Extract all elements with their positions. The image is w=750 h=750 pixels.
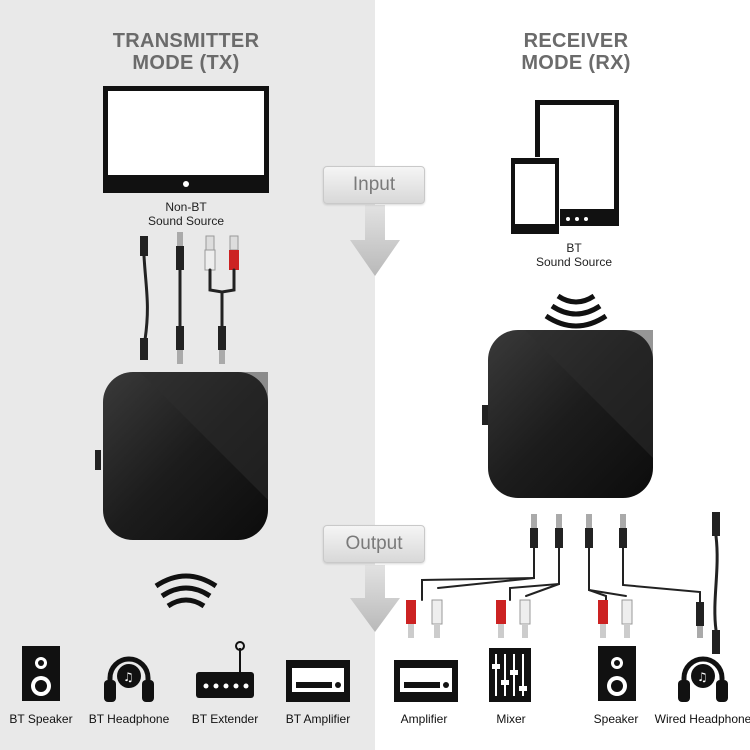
rx-source-label: BT Sound Source (524, 241, 624, 269)
device-label-amplifier: Amplifier (400, 712, 448, 726)
headphone-icon: ♫ (678, 656, 728, 702)
svg-text:♫: ♫ (697, 670, 708, 684)
router-icon (196, 641, 254, 698)
speaker-icon (22, 646, 60, 701)
title-line: TRANSMITTER (112, 30, 260, 52)
input-label: Input (323, 166, 425, 204)
headphone-icon: ♫ (104, 656, 154, 702)
down-arrow-icon (350, 205, 400, 276)
wireless-signal-icon (544, 293, 608, 329)
source-line: Non-BT (165, 200, 207, 214)
tablet-phone-icon (510, 100, 619, 235)
device-label-wired-headphone: Wired Headphone (654, 712, 750, 726)
audio-cables (140, 232, 239, 364)
amplifier-icon (394, 660, 458, 702)
output-label: Output (323, 525, 425, 563)
down-arrow-icon (350, 565, 400, 632)
wireless-signal-icon (154, 573, 218, 609)
device-label-mixer: Mixer (496, 712, 526, 726)
source-line: Sound Source (535, 255, 613, 269)
tx-source-label: Non-BT Sound Source (136, 200, 236, 228)
speaker-icon (598, 646, 636, 701)
device-label-bt-headphone: BT Headphone (88, 712, 170, 726)
monitor-icon (103, 86, 269, 193)
tx-adapter-device (95, 372, 268, 540)
svg-text:♫: ♫ (123, 670, 134, 684)
device-label-bt-extender: BT Extender (191, 712, 259, 726)
device-label-bt-amplifier: BT Amplifier (285, 712, 351, 726)
source-line: BT (566, 241, 582, 255)
title-line: RECEIVER (523, 30, 629, 52)
mixer-icon (489, 648, 531, 702)
title-line: MODE (RX) (521, 52, 631, 74)
rx-adapter-device (482, 330, 653, 498)
source-line: Sound Source (147, 214, 225, 228)
receiver-mode-title: RECEIVER MODE (RX) (466, 30, 686, 74)
device-label-speaker: Speaker (593, 712, 639, 726)
output-cables (406, 512, 720, 654)
transmitter-mode-title: TRANSMITTER MODE (TX) (76, 30, 296, 74)
title-line: MODE (TX) (132, 52, 240, 74)
device-label-bt-speaker: BT Speaker (9, 712, 73, 726)
amplifier-icon (286, 660, 350, 702)
